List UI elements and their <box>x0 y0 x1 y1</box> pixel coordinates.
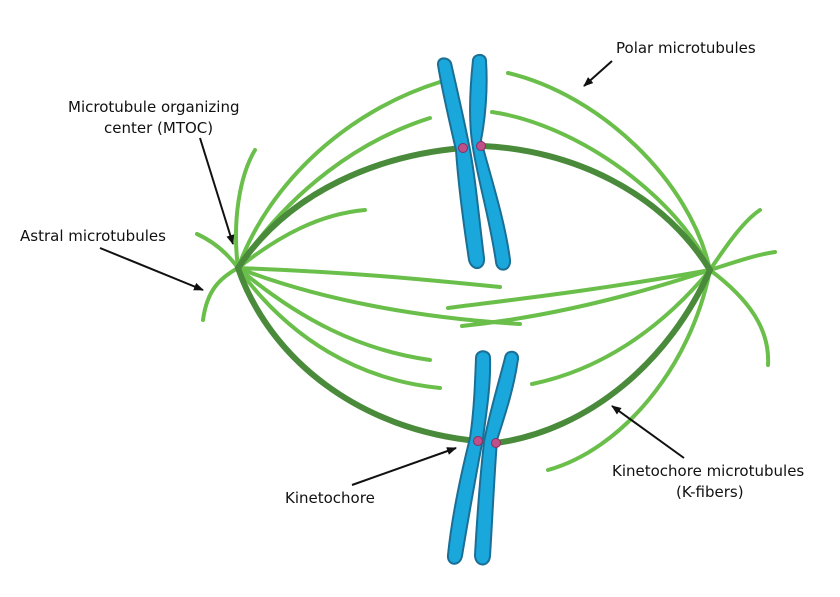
kinetochore-arrow <box>351 447 457 486</box>
kinetochore-microtubules <box>235 143 713 446</box>
chromatid <box>446 350 492 565</box>
label-kinetochore: Kinetochore <box>285 489 375 507</box>
k-fiber <box>235 145 466 271</box>
k-fiber <box>480 143 713 273</box>
polar-microtubule <box>490 110 712 272</box>
mtoc-arrow <box>199 137 235 245</box>
polar-microtubule <box>236 266 502 289</box>
polar-microtubule <box>530 268 712 386</box>
label-mtoc-line1: Microtubule organizing <box>68 98 240 116</box>
astral-microtubule <box>234 148 257 270</box>
astral-microtubule <box>201 266 240 322</box>
polar-microtubules <box>195 71 777 472</box>
astral-microtubule <box>708 208 762 272</box>
kinetochore-dot <box>476 141 486 151</box>
polar-microtubule <box>236 266 522 326</box>
chromatid <box>436 57 486 269</box>
polar-microtubule <box>546 268 712 472</box>
label-kfibers-line1: Kinetochore microtubules <box>612 462 804 480</box>
polar-microtubule <box>236 208 367 270</box>
label-astral-microtubules: Astral microtubules <box>20 227 166 245</box>
chromatid <box>473 350 519 566</box>
polar-microtubule <box>236 266 432 362</box>
kinetochore-dot <box>473 436 483 446</box>
kinetochore-dot <box>458 143 468 153</box>
leader-arrows <box>99 60 685 486</box>
label-polar-microtubules: Polar microtubules <box>616 39 756 57</box>
label-kfibers-line2: (K-fibers) <box>676 483 744 501</box>
polar-microtubule <box>236 80 442 270</box>
polar-microtubule <box>460 268 712 328</box>
k-fiber <box>493 267 713 446</box>
polar-arrow <box>583 60 613 87</box>
polar-microtubule <box>506 71 712 272</box>
label-mtoc-line2: center (MTOC) <box>104 119 213 137</box>
astral-microtubule <box>708 250 777 272</box>
chromatid <box>468 53 512 271</box>
astral-microtubule <box>708 268 771 367</box>
k-fiber <box>235 265 481 444</box>
kinetochore-dot <box>491 438 501 448</box>
polar-microtubule <box>446 268 712 310</box>
astral-arrow <box>99 247 204 291</box>
lower-chromosome <box>446 350 519 566</box>
polar-microtubule <box>236 266 442 390</box>
upper-chromosome <box>436 53 512 271</box>
astral-microtubule <box>195 232 240 270</box>
kfiber-arrow <box>611 405 685 459</box>
